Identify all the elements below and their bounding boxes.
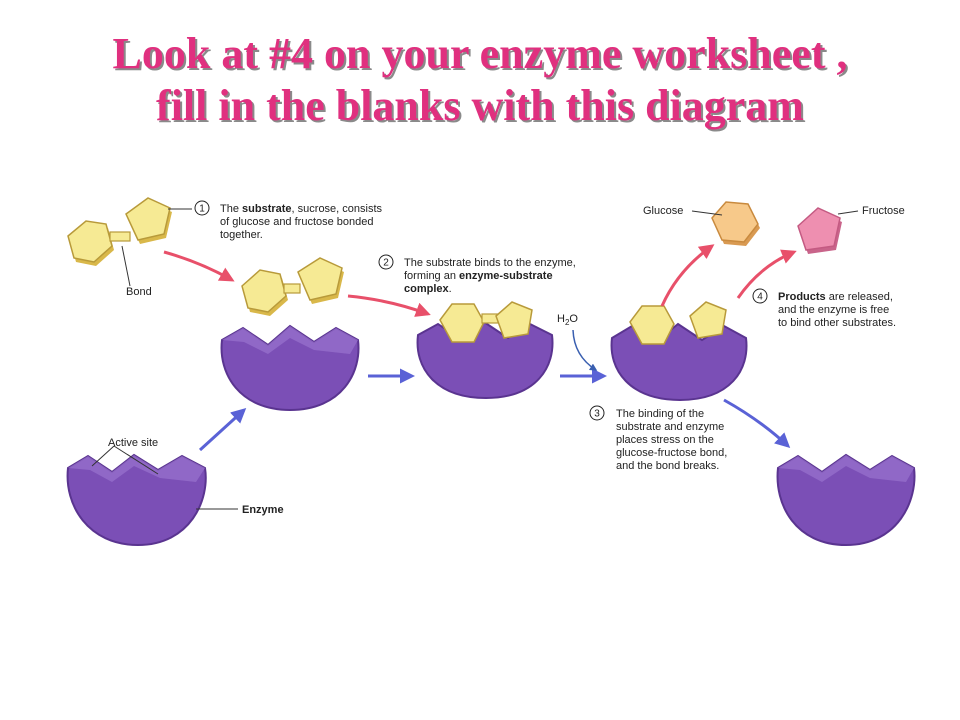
caption-segment: forming an — [404, 270, 459, 282]
caption-segment: and the bond breaks. — [616, 460, 719, 472]
caption-segment: . — [449, 283, 452, 295]
caption-segment: enzyme-substrate — [459, 270, 553, 282]
svg-text:4: 4 — [757, 292, 763, 303]
step-circle-4: 4 — [752, 288, 768, 304]
enzyme-free-middle — [220, 324, 360, 412]
caption-segment: , sucrose, consists — [292, 203, 383, 215]
caption-segment: substrate — [242, 203, 292, 215]
arrow-enzyme-to-enzyme — [198, 407, 247, 452]
pointer-lines — [91, 208, 859, 510]
sucrose-molecule-stressed — [629, 301, 727, 345]
fructose-label: Fructose — [862, 205, 905, 217]
arrow-substrate-to-enzyme — [163, 250, 235, 282]
fructose-product — [797, 207, 842, 254]
sucrose-molecule-approaching — [241, 257, 344, 316]
caption-segment: substrate and enzyme — [616, 421, 724, 433]
sucrose-molecule-bound — [439, 301, 533, 343]
caption-segment: The substrate binds to the enzyme, — [404, 257, 576, 269]
bond-label: Bond — [126, 286, 152, 298]
sucrose-molecule-free — [67, 197, 172, 266]
svg-text:2: 2 — [383, 258, 389, 269]
enzyme-label: Enzyme — [242, 504, 284, 516]
water-label: H2O — [557, 313, 578, 327]
enzyme-free-bottom-left — [66, 453, 207, 547]
enzyme-bond-breaking — [610, 322, 748, 402]
step-circle-3: 3 — [589, 405, 605, 421]
svg-text:3: 3 — [594, 409, 600, 420]
caption-segment: to bind other substrates. — [778, 317, 896, 329]
arrow-release-glucose — [660, 244, 715, 307]
enzyme-substrate-complex — [416, 320, 554, 400]
caption-segment: together. — [220, 229, 263, 241]
caption-segment: Products — [778, 291, 826, 303]
title-line-1: Look at #4 on your enzyme worksheet , — [112, 29, 848, 78]
arrow-to-complex-red — [347, 294, 431, 317]
step-circle-1: 1 — [194, 200, 210, 216]
glucose-label: Glucose — [643, 205, 683, 217]
arrows — [163, 244, 797, 452]
step-2-caption: The substrate binds to the enzyme,formin… — [404, 257, 576, 295]
caption-segment: The — [220, 203, 242, 215]
glucose-product — [711, 201, 760, 246]
caption-segment: complex — [404, 283, 450, 295]
active-site-label: Active site — [108, 437, 158, 449]
caption-segment: of glucose and fructose bonded — [220, 216, 374, 228]
arrow-water — [572, 329, 598, 371]
step-circle-2: 2 — [378, 254, 394, 270]
caption-segment: The binding of the — [616, 408, 704, 420]
svg-text:1: 1 — [199, 204, 205, 215]
arrow-enzyme-freed — [723, 398, 791, 449]
caption-segment: and the enzyme is free — [778, 304, 889, 316]
caption-segment: places stress on the — [616, 434, 714, 446]
caption-segment: are released, — [826, 291, 893, 303]
step-4-caption: Products are released,and the enzyme is … — [778, 291, 896, 329]
enzyme-free-bottom-right — [776, 453, 916, 547]
caption-segment: glucose-fructose bond, — [616, 447, 727, 459]
title-line-2: fill in the blanks with this diagram — [156, 81, 804, 130]
slide-title: Look at #4 on your enzyme worksheet , fi… — [0, 28, 960, 132]
arrow-release-fructose — [736, 249, 797, 299]
